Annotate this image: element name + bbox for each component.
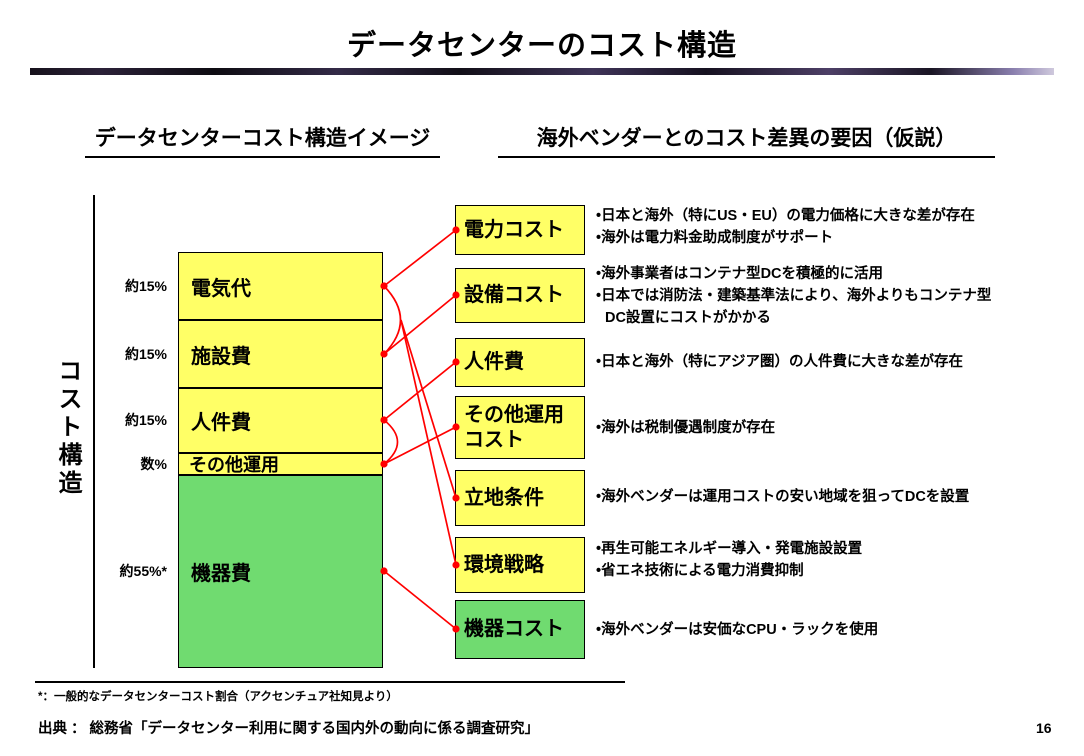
factor-box-labor-cost: 人件費 (455, 338, 585, 387)
factor-bullets-facility-cost: •海外事業者はコンテナ型DCを積極的に活用 •日本では消防法・建築基準法により、… (596, 264, 996, 329)
bar-percent-label-other: 数% (140, 456, 167, 472)
factor-box-label: 電力コスト (464, 218, 564, 241)
footnote-text: *：一般的なデータセンターコスト割合（アクセンチュア社知見より） (38, 691, 398, 703)
factor-box-label: その他運用コスト (464, 403, 564, 451)
right-section-header: 海外ベンダーとのコスト差異の要因（仮説） (498, 122, 995, 158)
bar-segment-facility: 施設費 (178, 320, 383, 388)
bar-segment-label: 人件費 (191, 412, 251, 434)
factor-bullets-labor-cost: •日本と海外（特にアジア圏）の人件費に大きな差が存在 (596, 352, 1058, 374)
bullet-item: •海外は税制優遇制度が存在 (596, 420, 776, 436)
factor-box-location: 立地条件 (455, 470, 585, 526)
bullet-item: •海外ベンダーは安価なCPU・ラックを使用 (596, 622, 879, 638)
connector-line-group (383, 229, 457, 630)
bullet-item: •再生可能エネルギー導入・発電施設設置 (596, 541, 863, 557)
factor-box-label: 設備コスト (464, 284, 564, 306)
factor-box-facility-cost: 設備コスト (455, 268, 585, 323)
bar-segment-electricity: 電気代 (178, 252, 383, 320)
factor-bullets-environment-strategy: •再生可能エネルギー導入・発電施設設置 •省エネ技術による電力消費抑制 (596, 539, 1058, 583)
factor-bullets-location: •海外ベンダーは運用コストの安い地域を狙ってDCを設置 (596, 487, 1058, 509)
slide-title: データセンターのコスト構造 (346, 30, 737, 62)
left-section-header: データセンターコスト構造イメージ (85, 122, 440, 158)
bar-segment-labor: 人件費 (178, 388, 383, 453)
bar-percent-label-electricity: 約15% (124, 278, 167, 294)
factor-bullets-equipment-cost: •海外ベンダーは安価なCPU・ラックを使用 (596, 620, 1058, 642)
y-axis-label: コスト構造 (54, 358, 81, 498)
bullet-item: •海外は電力料金助成制度がサポート (596, 229, 834, 246)
y-axis-line (93, 195, 95, 668)
factor-box-label: 立地条件 (464, 486, 544, 509)
footnote-divider (35, 681, 625, 683)
connector-labor-labor (383, 361, 457, 421)
factor-box-equipment-cost: 機器コスト (455, 600, 585, 659)
bullet-item: •日本と海外（特にUS・EU）の電力価格に大きな差が存在 (596, 208, 975, 224)
factor-box-label: 環境戦略 (464, 553, 544, 576)
bar-segment-equipment: 機器費 (178, 475, 383, 668)
factor-bullets-power-cost: •日本と海外（特にUS・EU）の電力価格に大きな差が存在 •海外は電力料金助成制… (596, 206, 1058, 250)
bullet-item: •海外ベンダーは運用コストの安い地域を狙ってDCを設置 (596, 489, 970, 505)
bullet-item: •日本では消防法・建築基準法により、海外よりもコンテナ型DC設置にコストがかかる (596, 287, 992, 326)
connector-facility-facility (383, 294, 457, 355)
connector-group-location (400, 319, 457, 499)
bar-segment-label: 施設費 (191, 345, 251, 368)
connector-electricity-power (383, 229, 457, 287)
factor-box-other-operation-cost: その他運用コスト (455, 396, 585, 459)
factor-bullets-other-operation-cost: •海外は税制優遇制度が存在 (596, 418, 1058, 440)
bar-percent-label-equipment: 約55%* (119, 563, 167, 579)
connector-dot-group (380, 226, 460, 633)
connector-other-other (383, 426, 457, 465)
source-text: 出典 ： 総務省「データセンター利用に関する国内外の動向に係る調査研究」 (38, 721, 540, 737)
factor-box-label: 機器コスト (464, 618, 564, 640)
bar-segment-label: 電気代 (191, 277, 251, 300)
bar-percent-label-labor: 約15% (124, 412, 167, 428)
connector-brace-upper (383, 285, 402, 355)
title-divider-strip (30, 68, 1054, 75)
page-number: 16 (1036, 720, 1052, 736)
bullet-item: •日本と海外（特にアジア圏）の人件費に大きな差が存在 (596, 354, 963, 370)
connector-brace-lower (383, 419, 399, 465)
bar-segment-label: 機器費 (191, 563, 251, 585)
bullet-item: •省エネ技術による電力消費抑制 (596, 562, 804, 579)
bar-segment-other-operation: その他運用 (178, 453, 383, 475)
bar-percent-label-facility: 約15% (124, 346, 167, 362)
factor-box-power-cost: 電力コスト (455, 205, 585, 255)
connector-equipment-equipment (383, 570, 457, 630)
factor-box-label: 人件費 (464, 351, 524, 373)
factor-box-environment-strategy: 環境戦略 (455, 537, 585, 593)
bar-segment-label: その他運用 (189, 455, 279, 475)
bullet-item: •海外事業者はコンテナ型DCを積極的に活用 (596, 266, 884, 282)
connector-group-environment (400, 319, 457, 566)
